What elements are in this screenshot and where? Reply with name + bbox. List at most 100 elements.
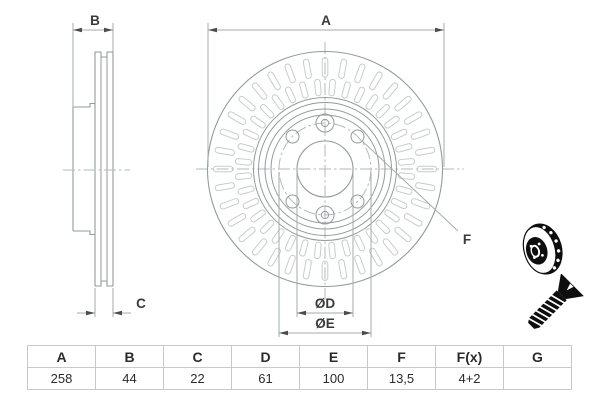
- dimension-e: ØE: [278, 172, 372, 337]
- bolt-circle: [278, 122, 372, 216]
- spec-value-c: 22: [163, 367, 232, 390]
- vent-slot: [271, 228, 285, 244]
- vent-slot: [234, 172, 253, 180]
- spec-header-b: B: [95, 345, 164, 368]
- bolt-hole: [285, 194, 300, 209]
- vent-slot: [410, 128, 431, 140]
- vent-slot: [416, 165, 437, 173]
- vent-slot: [234, 158, 253, 166]
- vent-slot: [395, 143, 413, 153]
- vent-slot: [251, 238, 268, 256]
- spec-header-f: F: [367, 345, 436, 368]
- bolt-hole: [350, 194, 365, 209]
- dimension-c: C: [77, 288, 146, 317]
- vent-slot: [238, 226, 256, 243]
- vent-slot: [353, 86, 366, 104]
- vent-slot: [284, 86, 297, 104]
- front-view: A ØD ØE F: [196, 13, 471, 337]
- spec-table-value-row: 258 44 22 61 100 13,5 4+2: [27, 367, 572, 390]
- outer-edge-circle: [206, 50, 444, 288]
- vent-slot: [237, 185, 255, 195]
- brake-disc-icon: [522, 223, 563, 275]
- vent-slot: [328, 241, 336, 260]
- mounting-face-circle: [270, 114, 380, 224]
- spec-header-g: G: [503, 345, 572, 368]
- vent-slot: [369, 71, 383, 91]
- dimension-b: B: [72, 13, 114, 107]
- vent-slot: [394, 95, 412, 112]
- spec-value-e: 100: [299, 367, 368, 390]
- vent-slot: [284, 63, 296, 84]
- bolt-hole: [285, 129, 300, 144]
- bolt-hole: [350, 129, 365, 144]
- vent-slot: [354, 254, 366, 275]
- vent-slot: [390, 197, 408, 210]
- friction-inner-circle-1: [253, 97, 397, 241]
- vent-slots-outer-ring: [213, 57, 437, 281]
- spec-header-d: D: [231, 345, 300, 368]
- dimension-a: A: [207, 13, 445, 167]
- vent-slot: [321, 260, 329, 281]
- vent-slot: [242, 197, 260, 210]
- vent-slot: [302, 259, 312, 280]
- hat-edge-circle: [264, 108, 386, 230]
- vent-slot: [251, 82, 268, 100]
- vent-slot: [284, 234, 297, 252]
- vent-slot: [314, 241, 322, 260]
- spec-value-f: 13,5: [367, 367, 436, 390]
- countersunk-screw-icon: [527, 274, 584, 329]
- spec-value-d: 61: [231, 367, 300, 390]
- spec-header-a: A: [27, 345, 96, 368]
- vent-slot: [213, 165, 234, 173]
- vent-slot: [354, 63, 366, 84]
- vent-slot: [250, 209, 266, 223]
- spec-header-e: E: [299, 345, 368, 368]
- brake-disc-technical-drawing: B C: [63, 13, 471, 337]
- vent-slot: [397, 172, 416, 180]
- vent-slot: [214, 182, 235, 192]
- spec-value-a: 258: [27, 367, 96, 390]
- vent-slot: [375, 104, 390, 119]
- vent-slot: [299, 239, 309, 257]
- dimension-b-label: B: [90, 13, 100, 28]
- center-bore-circle: [296, 140, 354, 198]
- vent-slot: [219, 128, 240, 140]
- vent-slot: [397, 158, 416, 166]
- vent-slot: [341, 239, 351, 257]
- vent-slot: [271, 94, 285, 110]
- spec-value-b: 44: [95, 367, 164, 390]
- vent-slot: [321, 57, 329, 78]
- vent-slot: [227, 111, 247, 125]
- vent-slot: [219, 198, 240, 210]
- vent-slot: [338, 259, 348, 280]
- dimension-a-label: A: [321, 13, 331, 28]
- vent-slot: [238, 95, 256, 112]
- dimension-f: F: [361, 140, 471, 247]
- vent-slot: [353, 234, 366, 252]
- side-view: B C: [63, 13, 146, 317]
- vent-slot: [382, 238, 399, 256]
- vent-slot: [299, 81, 309, 99]
- vent-slot: [403, 213, 423, 227]
- spec-header-c: C: [163, 345, 232, 368]
- vent-slot: [403, 111, 423, 125]
- vent-slot: [260, 104, 275, 119]
- vent-slot: [242, 128, 260, 141]
- vent-slot: [250, 115, 266, 129]
- dimension-d-label: ØD: [315, 296, 336, 311]
- dimension-c-label: C: [136, 296, 146, 311]
- spec-value-fx: 4+2: [435, 367, 504, 390]
- vent-slot: [382, 82, 399, 100]
- vent-slots-inner-ring: [234, 78, 416, 260]
- set-screw-hole-bottom: [315, 205, 335, 225]
- spec-table: A B C D E F F(x) G 258 44 22 61 100 13,5…: [27, 345, 572, 390]
- vent-slot: [375, 219, 390, 234]
- vent-slot: [314, 78, 322, 97]
- set-screw-hole-top: [315, 113, 335, 133]
- vent-slot: [328, 78, 336, 97]
- vent-slot: [341, 81, 351, 99]
- vent-slot: [260, 219, 275, 234]
- hat-outline: [72, 102, 95, 236]
- friction-ring-outline: [94, 51, 114, 287]
- spec-header-fx: F(x): [435, 345, 504, 368]
